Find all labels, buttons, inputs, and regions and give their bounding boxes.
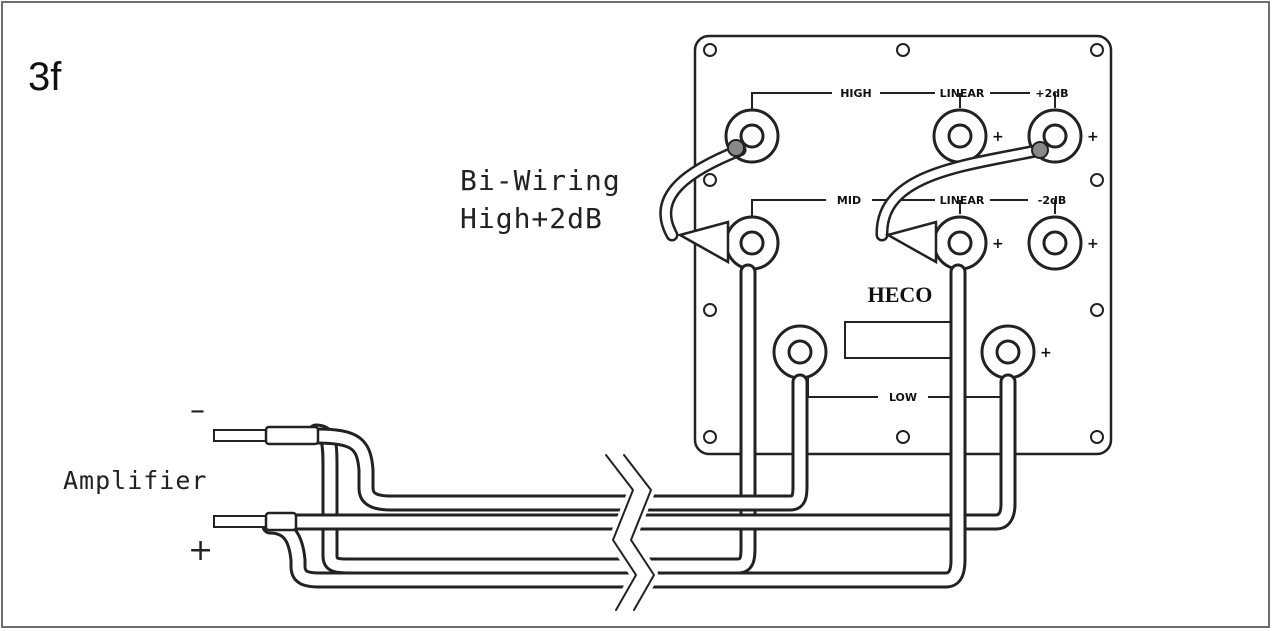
terminal-mid-linear [932,215,988,271]
plus-mark: + [1087,236,1099,252]
terminals [724,108,1083,380]
amplifier-plus-sign: + [188,533,213,568]
terminal-mid-cut [1027,215,1083,271]
minus-lead [213,429,267,442]
amplifier-minus-sign: – [190,393,205,428]
plus-mark: + [1040,345,1052,361]
high-row-lines [751,92,1056,116]
screw [703,173,717,187]
screw [1090,303,1104,317]
screw [703,430,717,444]
terminal-low-minus [772,324,828,380]
screw [896,43,910,57]
amplifier-leads [213,425,320,532]
terminal-low-plus [980,324,1036,380]
screw [1090,43,1104,57]
terminal-panel: HIGH LINEAR +2dB MID LINEAR -2dB LOW HEC… [693,34,1113,456]
bridge-lug [884,220,938,265]
mounting-screws [703,43,1104,444]
screw [1090,173,1104,187]
plus-mark: + [992,236,1004,252]
speaker-cables [261,263,1017,623]
brand-logo: HECO [868,282,933,307]
bridge-cables [659,139,1049,265]
bi-wiring-label-line1: Bi-Wiring [460,164,621,197]
bi-wiring-label-line2: High+2dB [460,202,603,235]
high-group-label: HIGH [840,87,872,100]
terminal-high-linear [932,108,988,164]
high-boost-label: +2dB [1035,87,1068,100]
high-linear-label: LINEAR [940,87,985,100]
screw [896,430,910,444]
mid-linear-label: LINEAR [940,194,985,207]
screw [703,43,717,57]
plus-lead [213,515,267,528]
amplifier-label: Amplifier [63,466,207,495]
plus-mark: + [992,129,1004,145]
screw [703,303,717,317]
mid-group-label: MID [837,194,861,207]
mid-row-lines [751,199,1056,216]
mid-cut-label: -2dB [1038,194,1066,207]
terminal-mid-minus [724,215,780,271]
bridge-lug [676,220,730,265]
figure-label: 3f [28,55,62,99]
terminal-high-boost [1027,108,1083,164]
screw [1090,430,1104,444]
plus-mark: + [1087,129,1099,145]
low-group-label: LOW [889,391,917,404]
